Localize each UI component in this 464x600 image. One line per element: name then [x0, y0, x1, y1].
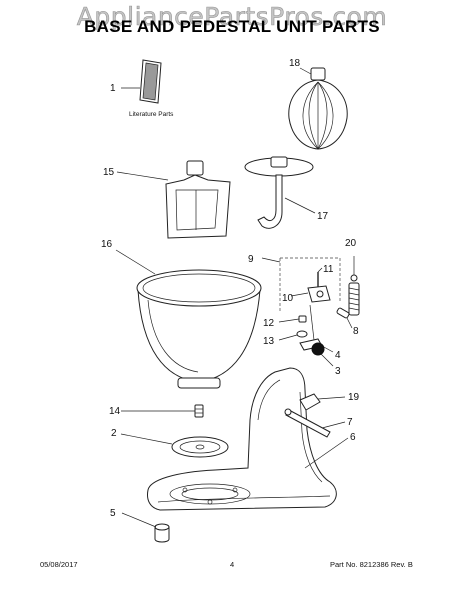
dough-hook-drawing	[244, 156, 316, 229]
callout-8: 8	[353, 326, 359, 337]
planetary-hardware-group	[261, 256, 360, 367]
flat-beater-drawing	[116, 160, 231, 239]
watermark: AppliancePartsPros.com	[76, 2, 388, 32]
rubber-foot-drawing	[121, 512, 170, 543]
callout-2: 2	[111, 428, 117, 439]
hinge-pin-drawing	[284, 408, 346, 438]
callout-10: 10	[282, 293, 294, 304]
callout-4: 4	[335, 350, 341, 361]
callout-5: 5	[110, 508, 116, 519]
callout-16: 16	[101, 239, 113, 250]
literature-parts-drawing	[121, 59, 162, 104]
callout-12: 12	[263, 318, 275, 329]
callout-13: 13	[263, 336, 275, 347]
callout-9: 9	[248, 254, 254, 265]
footer-page-number: 4	[230, 560, 235, 569]
callout-3: 3	[335, 366, 341, 377]
callout-1: 1	[110, 83, 116, 94]
footer-date: 05/08/2017	[40, 560, 78, 569]
callout-19: 19	[348, 392, 360, 403]
footer-part-number: Part No. 8212386 Rev. B	[330, 560, 413, 569]
callout-11: 11	[323, 264, 334, 275]
pedestal-base-drawing	[147, 367, 349, 511]
clamp-screw-drawing	[121, 404, 204, 418]
bowl-drawing	[115, 249, 262, 389]
literature-parts-label: Literature Parts	[129, 111, 174, 118]
clamp-plate-drawing	[120, 433, 229, 458]
callout-17: 17	[317, 211, 329, 222]
callout-18: 18	[289, 58, 301, 69]
callout-15: 15	[103, 167, 115, 178]
page-title: BASE AND PEDESTAL UNIT PARTS	[84, 17, 380, 36]
callout-7: 7	[347, 417, 353, 428]
plug-drawing	[299, 393, 346, 411]
callout-20: 20	[345, 238, 357, 249]
wire-whip-drawing	[288, 67, 348, 150]
callout-6: 6	[350, 432, 356, 443]
callout-14: 14	[109, 406, 121, 417]
